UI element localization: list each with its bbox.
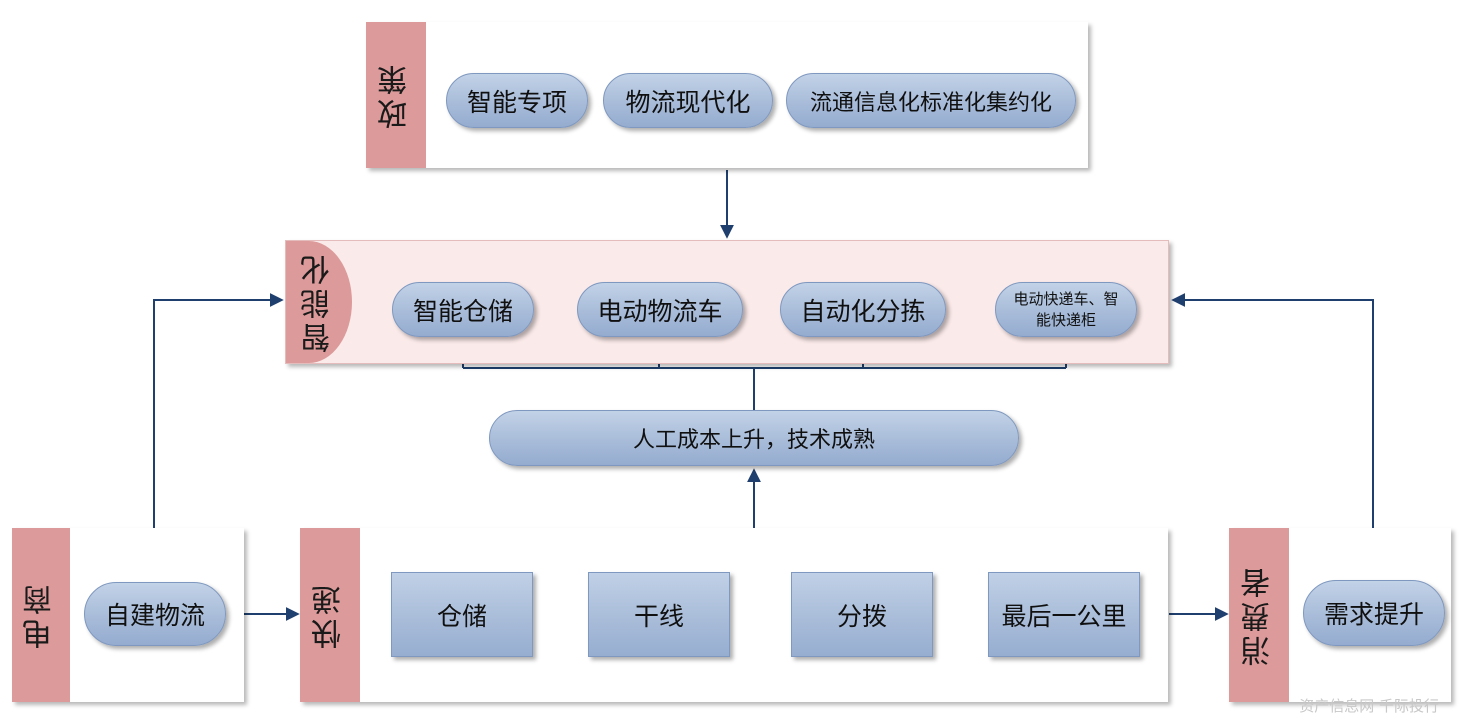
express-step-distribution: 分拨 [791, 572, 933, 657]
policy-label: 政策 [378, 61, 413, 129]
policy-item-smart-special: 智能专项 [446, 73, 588, 128]
express-label: 快递 [312, 581, 347, 649]
express-tab: 快递 [300, 528, 360, 702]
policy-item-logistics-modernization: 物流现代化 [603, 73, 773, 128]
watermark-text: 资产信息网 千际投行 [1299, 697, 1439, 715]
ecommerce-tab: 电商 [12, 528, 70, 702]
express-step-trunk-line: 干线 [588, 572, 730, 657]
intelligence-item-automated-sorting: 自动化分拣 [780, 282, 946, 337]
express-step-storage: 仓储 [391, 572, 533, 657]
consumer-label: 消费者 [1241, 564, 1276, 666]
consumer-tab: 消费者 [1229, 528, 1289, 702]
consumer-item-demand-increase: 需求提升 [1303, 580, 1445, 646]
intelligence-item-express-vehicle-and-locker: 电动快递车、智能快递柜 [995, 282, 1137, 337]
intelligence-label: 智能化 [301, 251, 336, 353]
intelligence-tab: 智能化 [286, 241, 352, 363]
ecommerce-label: 电商 [23, 581, 58, 649]
intelligence-item-smart-storage: 智能仓储 [392, 282, 534, 337]
policy-tab: 政策 [366, 22, 426, 168]
ecommerce-item-self-built-logistics: 自建物流 [84, 582, 226, 646]
driver-pill: 人工成本上升，技术成熟 [489, 410, 1019, 466]
policy-item-circulation-informatization: 流通信息化标准化集约化 [786, 73, 1076, 128]
intelligence-item-electric-logistics-vehicle: 电动物流车 [577, 282, 743, 337]
express-step-last-mile: 最后一公里 [988, 572, 1140, 657]
